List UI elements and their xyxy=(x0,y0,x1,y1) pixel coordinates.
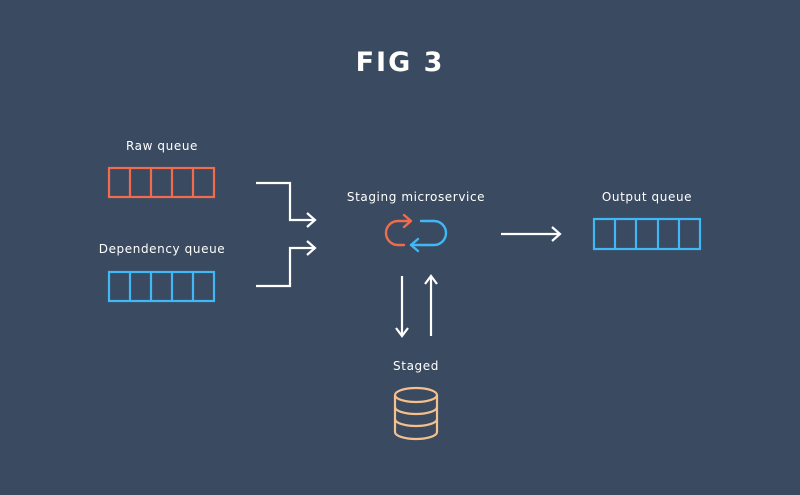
staging-microservice-label: Staging microservice xyxy=(346,190,486,204)
database-icon xyxy=(393,386,439,441)
output-queue-label: Output queue xyxy=(601,190,693,204)
raw-queue-label: Raw queue xyxy=(125,139,199,153)
staging-to-output-arrow xyxy=(501,226,562,242)
dependency-to-staging-arrow xyxy=(256,240,317,288)
staging-cycle-icon xyxy=(384,213,448,253)
raw-to-staging-arrow xyxy=(256,181,317,228)
staging-to-staged-arrow xyxy=(395,276,409,338)
dependency-queue-label: Dependency queue xyxy=(98,242,226,256)
raw-queue-icon xyxy=(107,166,216,199)
output-queue-icon xyxy=(592,217,702,251)
staged-label: Staged xyxy=(393,359,439,373)
figure-title: FIG 3 xyxy=(355,47,445,78)
dependency-queue-icon xyxy=(107,270,216,303)
staged-to-staging-arrow xyxy=(424,274,438,336)
